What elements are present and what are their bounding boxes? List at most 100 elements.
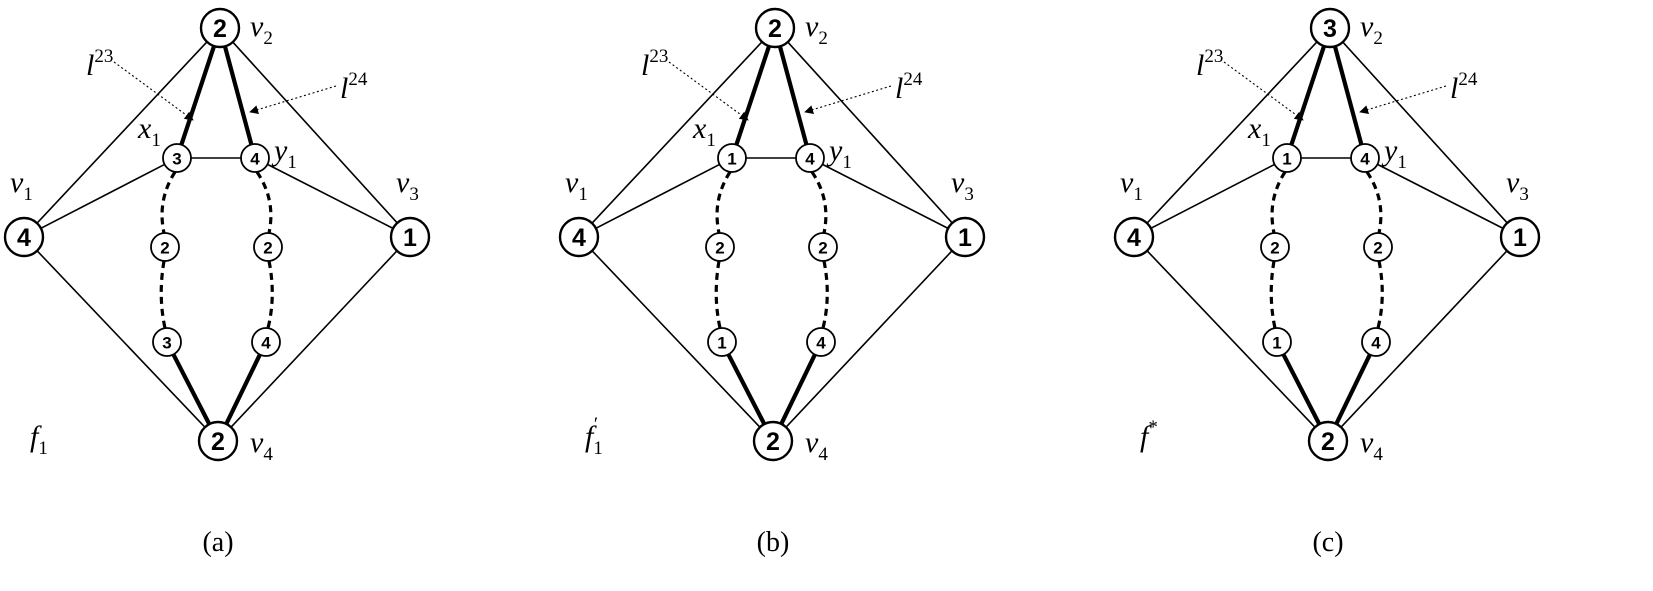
edge-v2-y1-thick xyxy=(1332,45,1364,146)
edge-v1-v4 xyxy=(1146,250,1316,428)
label-x1: x1 xyxy=(137,112,161,151)
edge-v2-v3 xyxy=(232,41,398,224)
label-v3-letter: v xyxy=(1506,166,1520,199)
label-v1-subscript: 1 xyxy=(1133,184,1143,205)
label-y1-subscript: 1 xyxy=(287,152,297,173)
panel-caption: (b) xyxy=(757,527,790,558)
label-v2: v2 xyxy=(250,10,273,49)
vertex-v4-color: 2 xyxy=(1321,428,1335,456)
vertex-p1-color: 2 xyxy=(1270,239,1279,258)
label-y1-subscript: 1 xyxy=(842,152,852,173)
edge-y1-v3 xyxy=(1377,163,1504,230)
vertex-v4 xyxy=(197,420,239,462)
vertex-v2 xyxy=(754,7,796,49)
panel-caption: (c) xyxy=(1312,527,1343,558)
vertex-p1 xyxy=(1260,232,1290,262)
label-y1: y1 xyxy=(826,134,852,173)
vertex-p1-color: 2 xyxy=(160,239,169,258)
coloring-label: f1 xyxy=(30,420,48,459)
label-v3-subscript: 3 xyxy=(964,184,974,205)
vertex-v3 xyxy=(944,216,986,258)
vertex-x1 xyxy=(1272,143,1302,173)
vertex-y1-color: 4 xyxy=(805,150,815,169)
vertex-p2 xyxy=(707,327,737,357)
edge-v1-x1 xyxy=(1150,163,1275,229)
label-y1-letter: y xyxy=(1381,134,1398,167)
dashed-path-x1-upper xyxy=(1270,171,1287,234)
dashed-path-x1-upper xyxy=(160,171,177,234)
label-x1-subscript: 1 xyxy=(1261,130,1271,151)
vertex-p2-color: 1 xyxy=(717,334,726,353)
label-v3-letter: v xyxy=(951,166,965,199)
dashed-path-y1-lower xyxy=(266,260,274,329)
dashed-path-y1-upper xyxy=(255,171,273,234)
label-v4: v4 xyxy=(250,426,273,465)
vertex-q2 xyxy=(806,327,836,357)
label-v1-letter: v xyxy=(10,166,24,199)
label-v1-subscript: 1 xyxy=(23,184,33,205)
label-l24: l24 xyxy=(340,69,368,105)
label-v1: v1 xyxy=(10,166,33,205)
vertex-q1-color: 2 xyxy=(263,239,272,258)
coloring-label-subscript: 1 xyxy=(593,438,603,459)
label-x1-subscript: 1 xyxy=(706,130,716,151)
vertex-q1 xyxy=(1363,232,1393,262)
label-l24-letter: l xyxy=(895,72,903,105)
edge-v2-x1-thick xyxy=(1289,45,1327,146)
vertex-p2-color: 1 xyxy=(1272,334,1281,353)
vertex-v4-color: 2 xyxy=(211,428,225,456)
edge-v1-x1 xyxy=(595,163,720,229)
arrow-l23 xyxy=(113,61,194,121)
vertex-y1-color: 4 xyxy=(250,150,260,169)
edge-v1-v2 xyxy=(1146,41,1318,224)
label-l23: l23 xyxy=(86,46,113,82)
label-x1-letter: x xyxy=(137,112,152,145)
label-x1: x1 xyxy=(1247,112,1271,151)
vertex-v1 xyxy=(558,216,600,258)
dashed-path-x1-upper xyxy=(715,171,732,234)
vertex-p1-color: 2 xyxy=(715,239,724,258)
label-l24: l24 xyxy=(1450,69,1478,105)
edge-v1-v4 xyxy=(591,250,761,428)
vertex-y1-color: 4 xyxy=(1360,150,1370,169)
label-l23-superscript: 23 xyxy=(94,46,113,67)
vertex-x1 xyxy=(717,143,747,173)
edge-v3-v4 xyxy=(230,250,398,428)
edge-v3-v4 xyxy=(785,250,953,428)
label-v2-letter: v xyxy=(250,10,264,43)
vertex-x1 xyxy=(162,143,192,173)
dashed-path-y1-upper xyxy=(810,171,828,234)
label-l24-superscript: 24 xyxy=(903,69,923,90)
vertex-q2-color: 4 xyxy=(261,334,271,353)
label-l23-superscript: 23 xyxy=(649,46,668,67)
vertex-v3-color: 1 xyxy=(1513,224,1527,252)
label-v1-letter: v xyxy=(1120,166,1134,199)
arrow-l24 xyxy=(1359,85,1447,114)
edge-v2-x1-thick xyxy=(179,45,217,146)
arrow-l24 xyxy=(804,85,892,114)
dashed-path-y1-upper xyxy=(1365,171,1383,234)
coloring-label-superscript: ′ xyxy=(594,414,598,435)
label-y1: y1 xyxy=(271,134,297,173)
label-v4-letter: v xyxy=(805,426,819,459)
label-v4-subscript: 4 xyxy=(1373,444,1383,465)
edge-p2-v4-thick xyxy=(726,353,767,426)
vertex-v1-color: 4 xyxy=(1127,224,1141,252)
edge-y1-v3 xyxy=(267,163,394,230)
vertex-x1-color: 1 xyxy=(1282,150,1291,169)
label-y1-letter: y xyxy=(826,134,843,167)
vertex-q2-color: 4 xyxy=(816,334,826,353)
vertex-q2 xyxy=(1361,327,1391,357)
dashed-path-y1-lower xyxy=(821,260,829,329)
edge-p2-v4-thick xyxy=(171,353,212,426)
vertex-v1-color: 4 xyxy=(572,224,586,252)
label-x1-letter: x xyxy=(692,112,707,145)
label-l24-superscript: 24 xyxy=(1458,69,1478,90)
vertex-p2-color: 3 xyxy=(162,334,171,353)
label-v1-subscript: 1 xyxy=(578,184,588,205)
label-l23: l23 xyxy=(641,46,668,82)
vertex-v2-color: 2 xyxy=(768,15,782,43)
label-v4-subscript: 4 xyxy=(263,444,273,465)
label-v1: v1 xyxy=(1120,166,1143,205)
